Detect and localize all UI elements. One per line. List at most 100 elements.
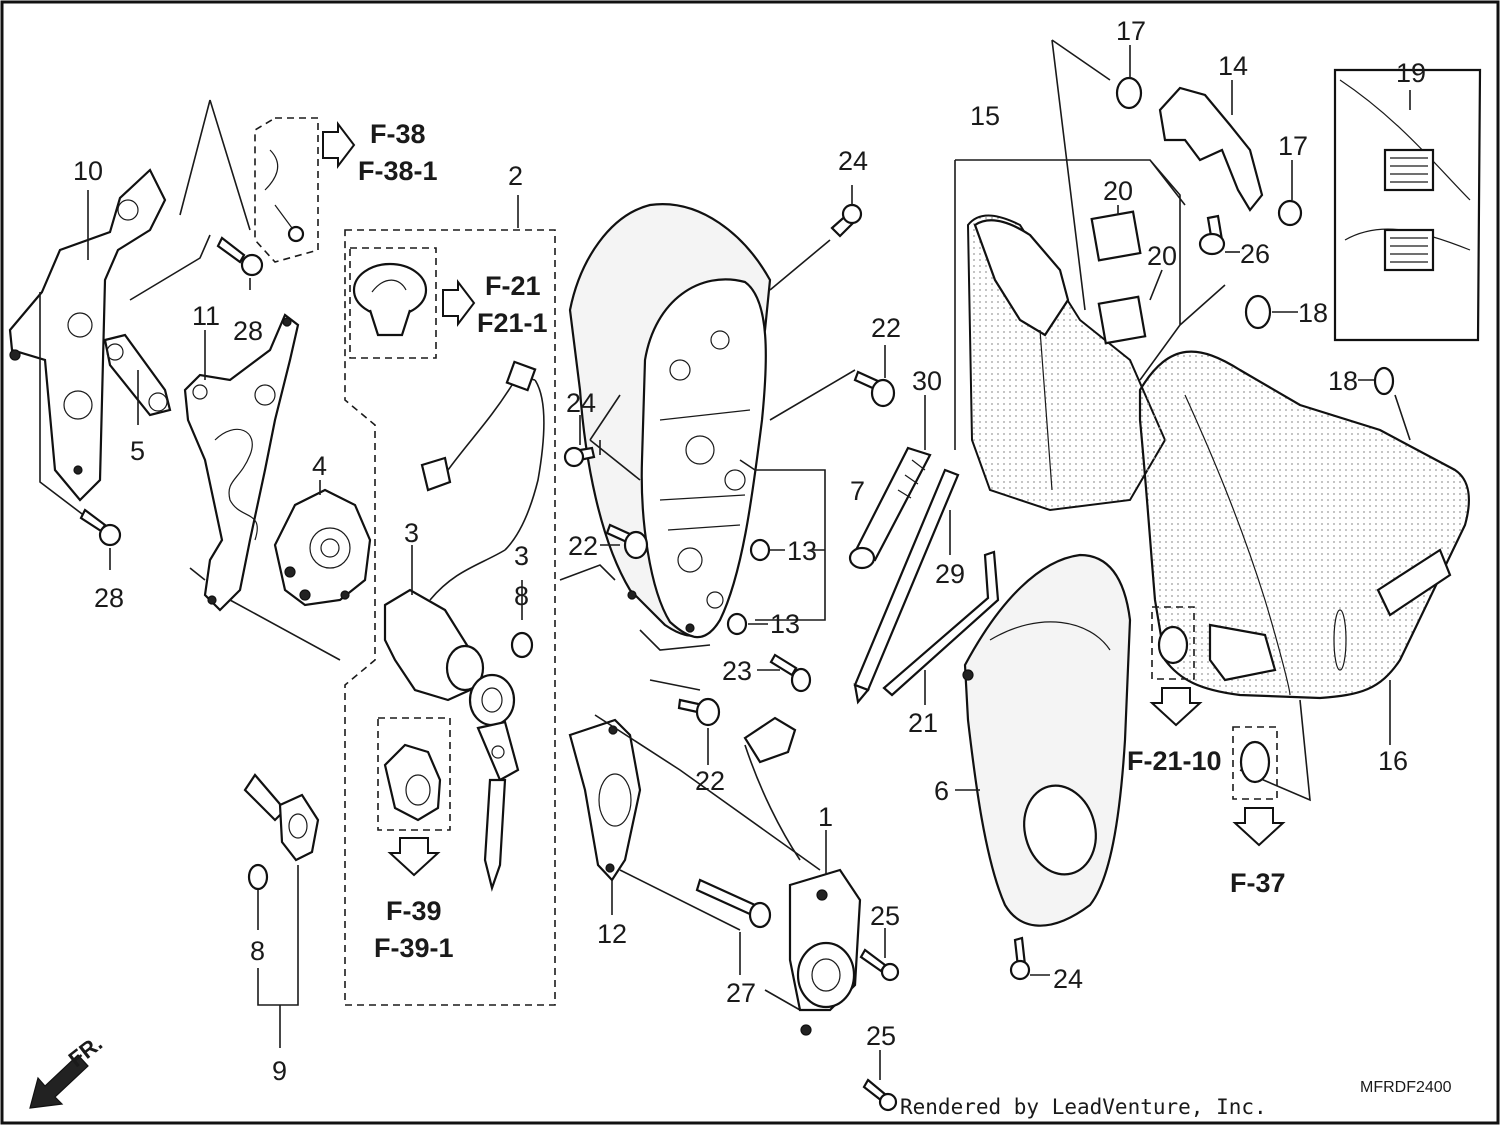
callout-16[interactable]: 16 bbox=[1378, 746, 1408, 776]
label-20-lower[interactable] bbox=[1097, 295, 1147, 345]
ref-f21[interactable]: F-21 bbox=[485, 271, 541, 301]
leader-11 bbox=[189, 330, 341, 661]
callout-13a[interactable]: 13 bbox=[787, 536, 817, 566]
grommet-f37[interactable] bbox=[1239, 740, 1271, 784]
callout-13b[interactable]: 13 bbox=[770, 609, 800, 639]
bolt-28-lower[interactable] bbox=[79, 508, 122, 547]
screw-f38[interactable] bbox=[287, 225, 305, 243]
grommet-18-lower[interactable] bbox=[1373, 366, 1395, 396]
callout-26[interactable]: 26 bbox=[1240, 239, 1270, 269]
callout-17a[interactable]: 17 bbox=[1116, 16, 1146, 46]
case-7[interactable] bbox=[568, 203, 772, 639]
callout-17b[interactable]: 17 bbox=[1278, 131, 1308, 161]
bolt-22-left[interactable] bbox=[605, 523, 649, 560]
bolt-23[interactable] bbox=[769, 653, 812, 693]
switch-4[interactable] bbox=[273, 488, 372, 607]
nut-8-right[interactable] bbox=[510, 631, 534, 659]
callout-10[interactable]: 10 bbox=[73, 156, 103, 186]
key-ignition[interactable] bbox=[476, 720, 520, 892]
callout-29[interactable]: 29 bbox=[935, 559, 965, 589]
key-9[interactable] bbox=[243, 773, 320, 862]
wrench-21[interactable] bbox=[882, 550, 1000, 697]
arrow-f2110 bbox=[1149, 687, 1203, 727]
bracket-14[interactable] bbox=[1158, 86, 1264, 212]
screw-25-lower[interactable] bbox=[862, 1078, 898, 1112]
callout-25b[interactable]: 25 bbox=[866, 1021, 896, 1051]
callout-15[interactable]: 15 bbox=[970, 101, 1000, 131]
ref-f39-1[interactable]: F-39-1 bbox=[374, 933, 454, 963]
ignition-switch-3[interactable] bbox=[383, 588, 516, 727]
callout-9[interactable]: 9 bbox=[272, 1056, 287, 1086]
callout-2[interactable]: 2 bbox=[508, 161, 523, 191]
callout-3a[interactable]: 3 bbox=[404, 518, 419, 548]
nut-8-left[interactable] bbox=[247, 863, 269, 891]
callout-22b[interactable]: 22 bbox=[568, 531, 598, 561]
grommet-13-lower[interactable] bbox=[726, 612, 748, 636]
callout-24a[interactable]: 24 bbox=[838, 146, 868, 176]
bolt-27[interactable] bbox=[695, 878, 772, 929]
callout-12[interactable]: 12 bbox=[597, 919, 627, 949]
callout-23[interactable]: 23 bbox=[722, 656, 752, 686]
ref-f37[interactable]: F-37 bbox=[1230, 868, 1286, 898]
plate-12[interactable] bbox=[568, 718, 642, 882]
callout-28b[interactable]: 28 bbox=[94, 583, 124, 613]
callout-20b[interactable]: 20 bbox=[1147, 241, 1177, 271]
plate-11[interactable] bbox=[183, 313, 300, 612]
callout-27[interactable]: 27 bbox=[726, 978, 756, 1008]
section-references: F-38 F-38-1 F-21 F21-1 F-39 F-39-1 F-21-… bbox=[358, 119, 1286, 963]
screw-24-left[interactable] bbox=[563, 446, 596, 468]
harness-2[interactable] bbox=[420, 360, 545, 601]
ref-f21-1[interactable]: F21-1 bbox=[477, 308, 548, 338]
screw-26[interactable] bbox=[1198, 214, 1226, 256]
credit-text: Rendered by LeadVenture, Inc. bbox=[900, 1095, 1267, 1119]
grommet-17-upper[interactable] bbox=[1115, 76, 1143, 110]
grommet-f2110[interactable] bbox=[1157, 625, 1189, 665]
callout-3b[interactable]: 3 bbox=[514, 541, 529, 571]
body-16[interactable] bbox=[1138, 350, 1470, 700]
callout-22c[interactable]: 22 bbox=[695, 766, 725, 796]
bolt-22-bottom[interactable] bbox=[677, 697, 721, 727]
callout-19[interactable]: 19 bbox=[1396, 58, 1426, 88]
ref-f38-1[interactable]: F-38-1 bbox=[358, 156, 438, 186]
callout-28a[interactable]: 28 bbox=[233, 316, 263, 346]
ref-f39[interactable]: F-39 bbox=[386, 896, 442, 926]
callout-4[interactable]: 4 bbox=[312, 451, 327, 481]
cover-6[interactable] bbox=[962, 553, 1132, 927]
tool-29[interactable] bbox=[853, 468, 960, 705]
lock-1[interactable] bbox=[743, 716, 862, 1036]
bolt-22-top[interactable] bbox=[853, 370, 896, 408]
lock-cylinder-f39[interactable] bbox=[383, 743, 442, 822]
tool-30[interactable] bbox=[848, 446, 932, 570]
grommet-18-upper[interactable] bbox=[1244, 294, 1272, 330]
callout-24c[interactable]: 24 bbox=[1053, 964, 1083, 994]
callout-30[interactable]: 30 bbox=[912, 366, 942, 396]
cap-f21[interactable] bbox=[352, 262, 428, 337]
callout-14[interactable]: 14 bbox=[1218, 51, 1248, 81]
screw-25-upper[interactable] bbox=[859, 948, 900, 982]
bolt-28-upper[interactable] bbox=[216, 236, 264, 277]
callout-8b[interactable]: 8 bbox=[250, 936, 265, 966]
screw-24-bottom[interactable] bbox=[1009, 936, 1031, 981]
callout-18b[interactable]: 18 bbox=[1328, 366, 1358, 396]
label-20-upper[interactable] bbox=[1090, 210, 1142, 262]
grommet-13-upper[interactable] bbox=[749, 538, 771, 562]
callout-7[interactable]: 7 bbox=[850, 476, 865, 506]
bracket-10[interactable] bbox=[8, 168, 167, 502]
callout-21[interactable]: 21 bbox=[908, 708, 938, 738]
callout-5[interactable]: 5 bbox=[130, 436, 145, 466]
callout-22a[interactable]: 22 bbox=[871, 313, 901, 343]
callout-8a[interactable]: 8 bbox=[514, 581, 529, 611]
callout-6[interactable]: 6 bbox=[934, 776, 949, 806]
decal-19[interactable] bbox=[1333, 68, 1482, 342]
ref-f38[interactable]: F-38 bbox=[370, 119, 426, 149]
callout-25a[interactable]: 25 bbox=[870, 901, 900, 931]
ref-f21-10[interactable]: F-21-10 bbox=[1127, 746, 1222, 776]
screw-24-top[interactable] bbox=[830, 203, 863, 238]
callout-20a[interactable]: 20 bbox=[1103, 176, 1133, 206]
callout-11[interactable]: 11 bbox=[192, 301, 220, 331]
windscreen-15[interactable] bbox=[966, 214, 1167, 512]
callout-1[interactable]: 1 bbox=[818, 802, 833, 832]
callout-18a[interactable]: 18 bbox=[1298, 298, 1328, 328]
grommet-17-lower[interactable] bbox=[1277, 199, 1303, 227]
callout-24b[interactable]: 24 bbox=[566, 388, 596, 418]
